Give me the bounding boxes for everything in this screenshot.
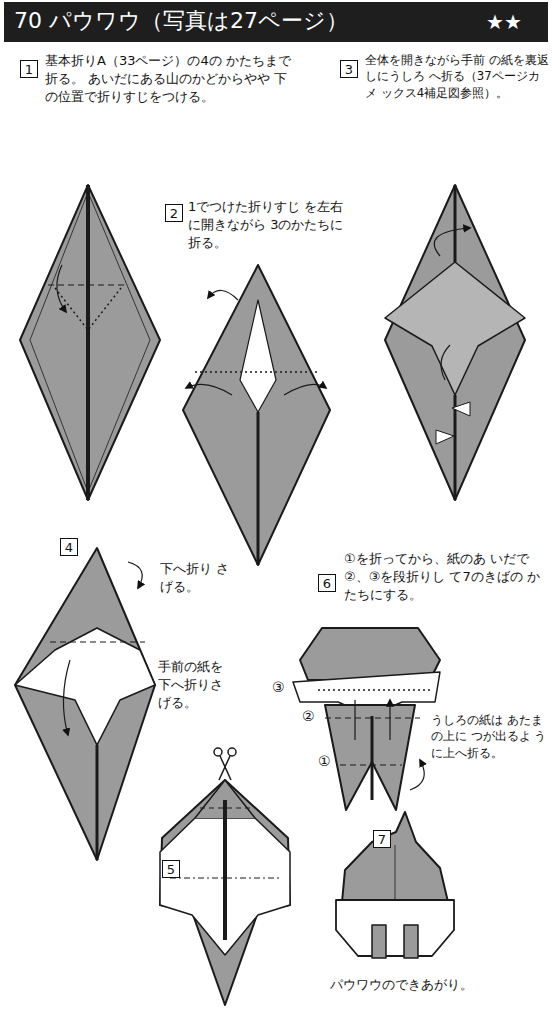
callout-number: ① bbox=[318, 752, 331, 772]
step-number-box: 1 bbox=[20, 60, 38, 78]
instruction-text: 手前の紙を 下へ折りさ げる。 bbox=[158, 658, 240, 713]
instruction-text: 基本折りA（33ページ）の4の かたちまで折る。 あいだにある山のかどからやや … bbox=[45, 52, 295, 107]
step-number-box: 3 bbox=[340, 60, 358, 78]
step-number-box: 6 bbox=[318, 574, 336, 592]
step-number: 3 bbox=[345, 63, 353, 76]
step-number: 7 bbox=[378, 833, 386, 846]
step-number: 5 bbox=[167, 863, 175, 876]
instruction-text: 1でつけた折りすじ を左右に開きながら 3のかたちに折る。 bbox=[188, 198, 346, 253]
instruction-text: ①を折ってから、紙のあ いだで②、③を段折りし て7のきばの かたちにする。 bbox=[344, 550, 544, 605]
step-number: 4 bbox=[65, 541, 73, 554]
callout-number: ③ bbox=[272, 678, 285, 698]
difficulty-stars: ★★ bbox=[486, 8, 522, 36]
instruction-text: 下へ折り さげる。 bbox=[160, 560, 232, 596]
step-number: 2 bbox=[170, 207, 178, 220]
step-number-box: 5 bbox=[162, 860, 180, 878]
caption-text: パウワウのできあがり。 bbox=[330, 976, 473, 994]
title-text: 70 パウワウ（写真は27ページ） bbox=[14, 7, 348, 36]
instruction-text: 全体を開きながら手前 の紙を裏返しにうしろ へ折る（37ページカメ ックス4補足… bbox=[365, 52, 549, 101]
step-number-box: 2 bbox=[165, 204, 183, 222]
step-number-box: 4 bbox=[60, 538, 78, 556]
step-number-box: 7 bbox=[373, 830, 391, 848]
step-number: 1 bbox=[25, 63, 33, 76]
callout-number: ② bbox=[302, 707, 315, 727]
step-number: 6 bbox=[323, 577, 331, 590]
instruction-text: うしろの紙は あたまの上に つが出るよ うに上へ折る。 bbox=[431, 712, 549, 761]
